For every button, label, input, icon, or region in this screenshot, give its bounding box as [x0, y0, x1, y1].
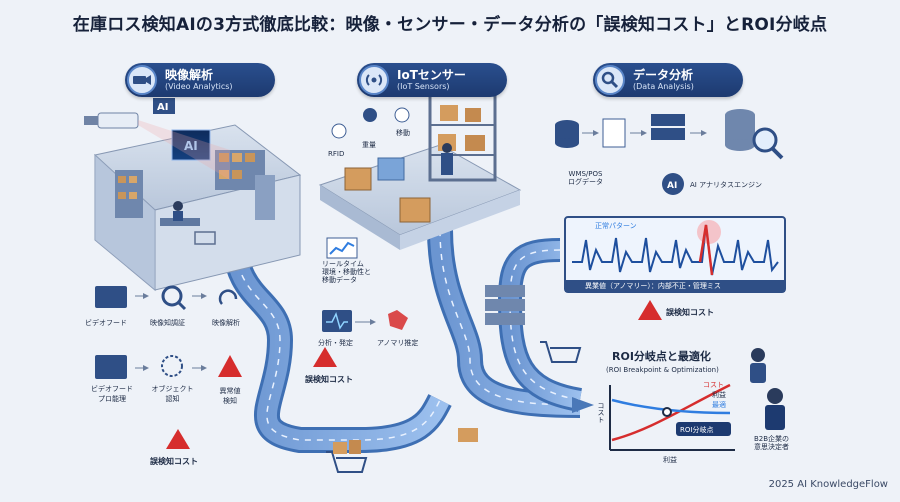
- flow-arrows: [135, 293, 376, 371]
- data-warning-label: 誤検知コスト: [666, 308, 714, 317]
- roi-curve-cost-label: コスト: [703, 381, 724, 389]
- roi-decision-maker-label: B2B企業の 意思決定者: [754, 435, 790, 452]
- roi-subtitle: (ROI Breakpoint & Optimization): [606, 366, 719, 374]
- page-title: 在庫ロス検知AIの3方式徹底比較：映像・センサー・データ分析の「誤検知コスト」と…: [72, 15, 828, 35]
- roi-y-axis-label: コスト: [597, 402, 605, 423]
- section-data-title: データ分析: [633, 68, 694, 82]
- iot-warehouse: [318, 93, 522, 250]
- iot-sensor-weight: 重量: [362, 141, 376, 149]
- flow-roads: [222, 229, 594, 453]
- roi-curve-b-label: 最適: [712, 401, 726, 409]
- video-room: AI AI: [84, 98, 302, 292]
- iot-realtime-label: リールタイム 環境・移動性と 移動データ: [322, 260, 371, 285]
- carts: [326, 341, 582, 473]
- svg-text:AI: AI: [667, 181, 677, 191]
- iot-analysis-icons: [322, 237, 408, 332]
- section-iot-title: IoTセンサー: [397, 68, 466, 82]
- data-source-label: WMS/POS ログデータ: [568, 170, 603, 187]
- iot-anomaly-label: アノマリ推定: [377, 339, 419, 347]
- video-step-2: 映像知調証: [150, 319, 185, 327]
- camera-icon: [127, 65, 157, 95]
- section-iot-subtitle: (IoT Sensors): [397, 82, 450, 91]
- section-data-subtitle: (Data Analysis): [633, 82, 694, 91]
- iot-sensor-motion: 移動: [396, 129, 410, 137]
- roi-curve-a-label: 利益: [712, 391, 726, 399]
- warning-icons: [166, 300, 662, 449]
- video-warning-label: 誤検知コスト: [150, 457, 198, 466]
- people: [750, 348, 785, 430]
- video-step-3: 映像解析: [212, 319, 240, 327]
- video-step2-2: オブジェクト 認知: [151, 385, 194, 403]
- iot-analysis-label: 分析・発定: [318, 339, 353, 347]
- section-iot-header: IoTセンサー (IoT Sensors): [357, 63, 507, 97]
- roi-x-axis-label: 利益: [663, 456, 677, 464]
- svg-text:AI: AI: [157, 102, 168, 113]
- section-data-header: データ分析 (Data Analysis): [593, 63, 743, 97]
- section-video-title: 映像解析: [165, 68, 214, 82]
- video-step2-1: ビデオフード プロ能理: [91, 385, 133, 403]
- boxes: [333, 428, 478, 454]
- video-step2-3: 異常値 検知: [219, 387, 241, 405]
- data-engine-label: AI アナリタスエンジン: [690, 181, 762, 189]
- roi-title: ROI分岐点と最適化: [612, 350, 711, 363]
- data-normal-label: 正常パターン: [595, 222, 637, 230]
- waveform-panel: [564, 216, 786, 293]
- server-stack: [485, 285, 525, 325]
- video-step-icons: [95, 285, 242, 379]
- data-icons: AI: [555, 109, 784, 195]
- section-video-header: 映像解析 (Video Analytics): [125, 63, 275, 97]
- footer-credit: 2025 AI KnowledgeFlow: [768, 479, 888, 490]
- roi-chart: [609, 383, 735, 451]
- magnifier-icon: [595, 65, 625, 95]
- antenna-icon: [359, 65, 389, 95]
- video-step-1: ビデオフード: [85, 319, 127, 327]
- iot-sensor-rfid: RFID: [328, 150, 345, 158]
- iot-warning-label: 誤検知コスト: [305, 375, 353, 384]
- roi-breakpoint-label: ROI分岐点: [680, 426, 714, 434]
- svg-text:AI: AI: [184, 139, 198, 153]
- section-video-subtitle: (Video Analytics): [165, 82, 233, 91]
- data-anomaly-label: 異業値（アノマリー）：内部不正・管理ミス: [585, 282, 721, 290]
